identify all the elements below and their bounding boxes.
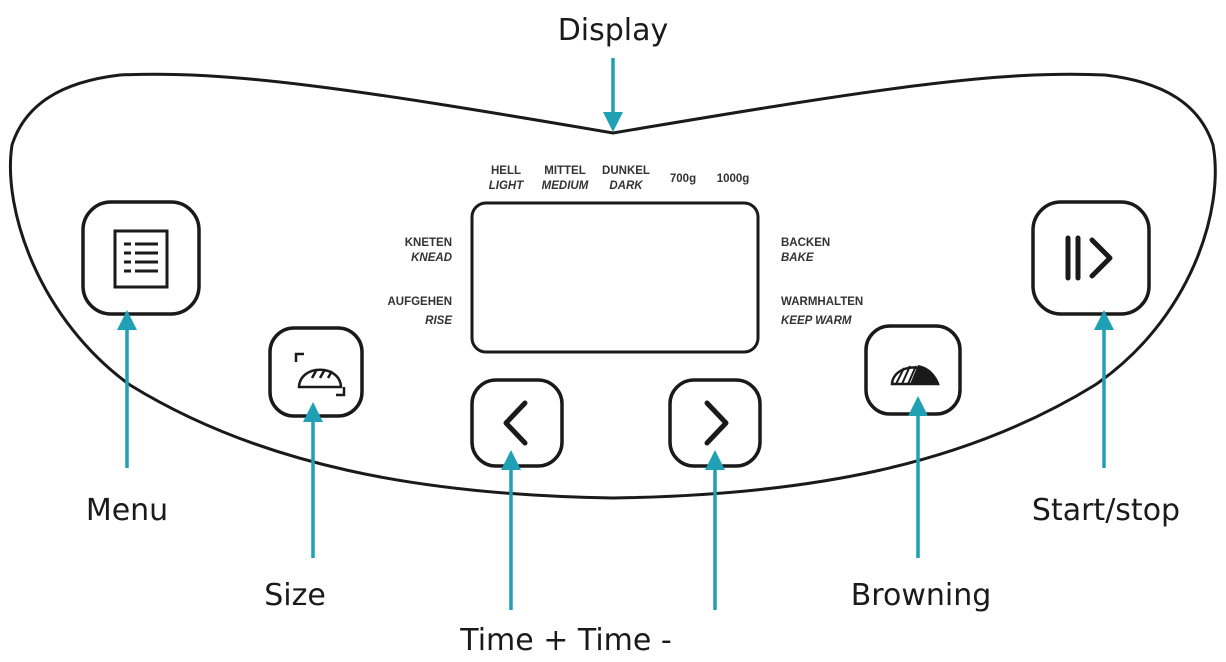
label-medium: MEDIUM [542, 180, 589, 192]
start-stop-arrow [1094, 310, 1114, 468]
menu-list-icon [113, 229, 169, 289]
label-rise: RISE [425, 315, 452, 327]
label-1000g: 1000g [717, 173, 750, 185]
menu-button[interactable] [81, 200, 201, 316]
size-arrow [303, 402, 323, 558]
label-knead: KNEAD [411, 252, 452, 264]
play-pause-icon [1065, 235, 1113, 281]
label-light: LIGHT [489, 180, 524, 192]
label-keep-warm: KEEP WARM [781, 315, 852, 327]
time-minus-button[interactable] [470, 378, 564, 468]
lcd-display [470, 201, 760, 354]
label-kneten: KNETEN [405, 237, 452, 249]
browning-arrow [908, 396, 928, 558]
label-dunkel: DUNKEL [602, 165, 650, 177]
chevron-right-icon [704, 400, 729, 446]
chevron-left-icon [503, 400, 528, 446]
label-mittel: MITTEL [544, 165, 586, 177]
label-aufgehen: AUFGEHEN [387, 296, 452, 308]
browning-button[interactable] [864, 324, 962, 416]
start-stop-button[interactable] [1031, 200, 1151, 316]
size-button[interactable] [268, 326, 364, 418]
label-bake: BAKE [781, 252, 814, 264]
callout-display: Display [558, 13, 669, 48]
callout-menu: Menu [86, 493, 168, 528]
callout-time: Time + Time - [459, 623, 671, 658]
display-arrow [603, 58, 623, 132]
callout-browning: Browning [851, 578, 992, 613]
label-dark: DARK [609, 180, 643, 192]
label-backen: BACKEN [781, 237, 830, 249]
menu-arrow [117, 310, 137, 468]
label-warmhalten: WARMHALTEN [781, 296, 863, 308]
time-minus-arrow [501, 450, 521, 610]
browning-icon [890, 365, 940, 386]
bread-loaf-icon [294, 352, 346, 397]
label-700g: 700g [670, 173, 696, 185]
callout-size: Size [264, 578, 326, 613]
callout-start-stop: Start/stop [1032, 493, 1180, 528]
label-hell: HELL [491, 165, 521, 177]
time-plus-arrow [705, 450, 725, 610]
